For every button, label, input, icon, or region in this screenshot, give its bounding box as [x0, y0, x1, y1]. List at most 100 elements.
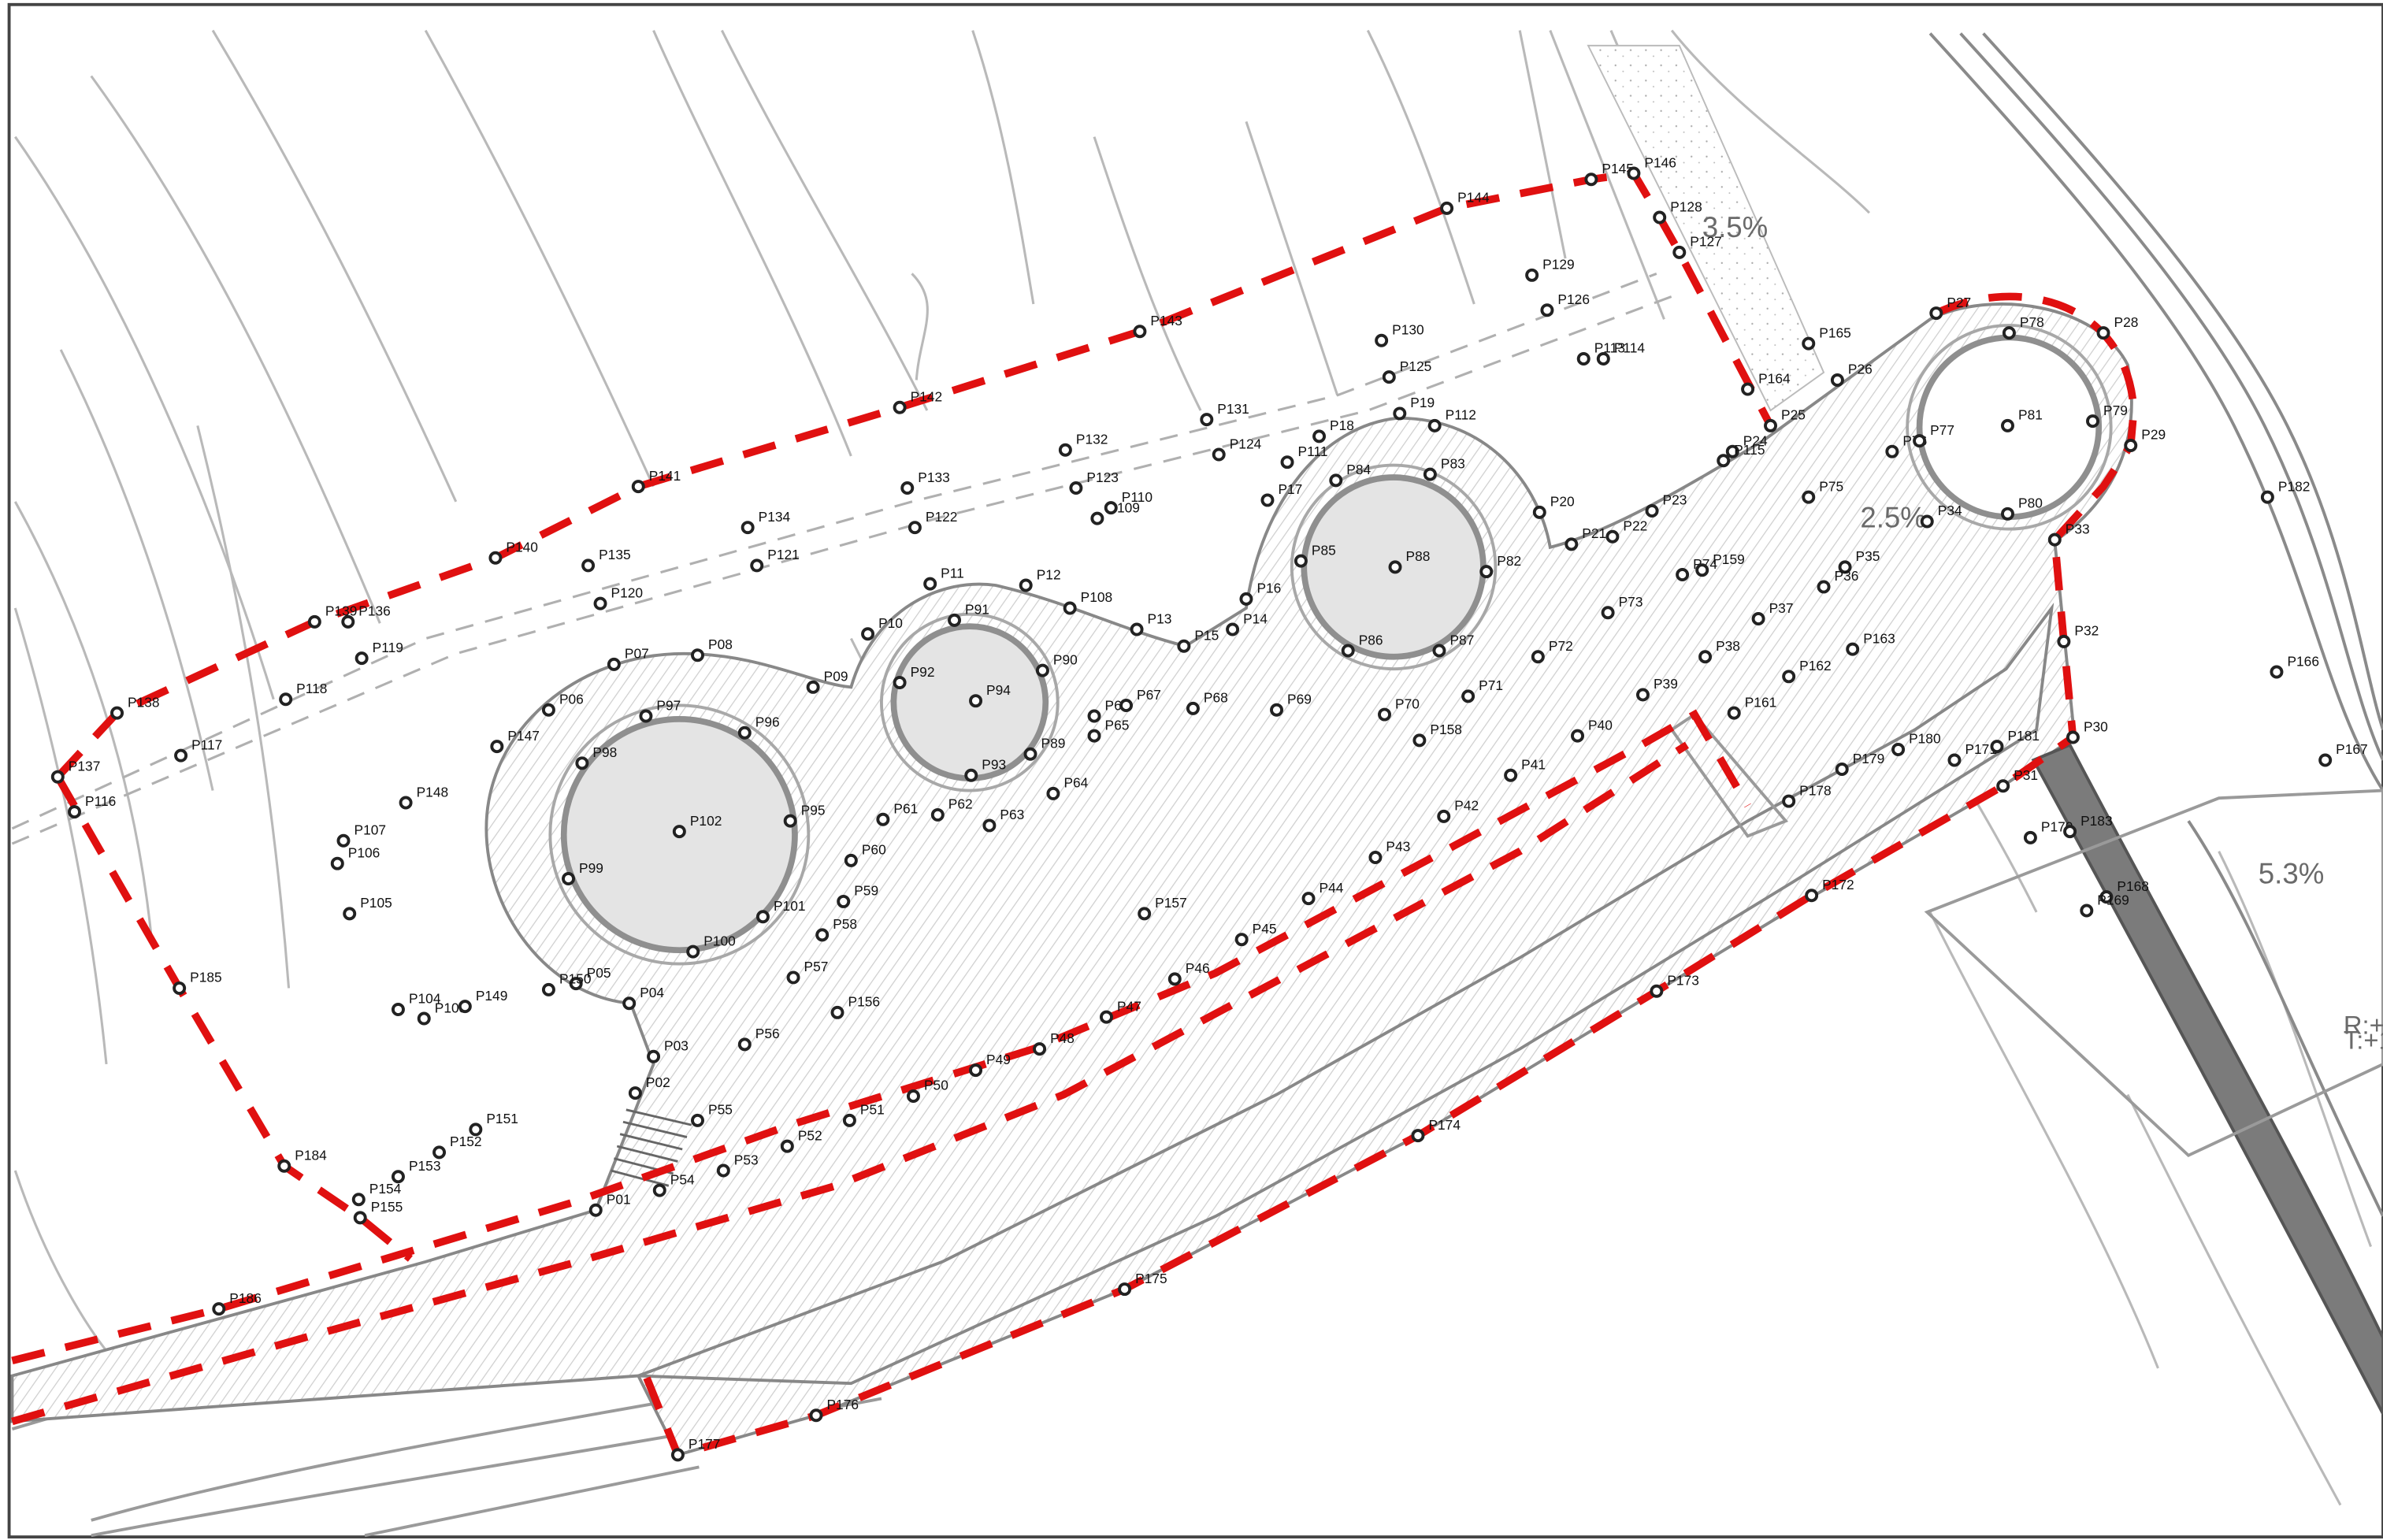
- survey-point-marker: [1099, 1010, 1113, 1024]
- survey-point-label: P144: [1457, 190, 1490, 206]
- survey-point-marker: [1891, 742, 1906, 756]
- survey-point-marker: [2260, 490, 2274, 504]
- survey-point-marker: [1382, 370, 1396, 384]
- survey-point-marker: [1913, 434, 1927, 448]
- survey-point-marker: [652, 1183, 666, 1197]
- survey-point-marker: [1260, 493, 1275, 507]
- survey-point-label: P154: [369, 1181, 402, 1197]
- survey-point-marker: [639, 709, 653, 723]
- survey-point-marker: [2080, 904, 2094, 918]
- survey-point-label: P29: [2141, 427, 2166, 443]
- survey-point-label: P45: [1253, 921, 1277, 937]
- survey-point-label: P24: [1743, 432, 1768, 448]
- survey-point-marker: [341, 614, 355, 629]
- slope-label-parcel: 5.3%: [2259, 857, 2325, 889]
- survey-point-marker: [1540, 303, 1554, 317]
- survey-point-label: P49: [986, 1052, 1011, 1067]
- survey-point-label: P103: [435, 1000, 467, 1015]
- survey-point-label: P177: [689, 1436, 721, 1452]
- survey-point-marker: [686, 944, 700, 959]
- stairs: [611, 1108, 692, 1187]
- survey-point-label: P90: [1053, 651, 1078, 667]
- survey-point-label: P184: [295, 1148, 327, 1163]
- survey-point-marker: [672, 825, 686, 839]
- survey-point-label: P121: [767, 547, 800, 562]
- survey-point-label: P14: [1243, 610, 1268, 626]
- survey-point-marker: [2000, 507, 2014, 521]
- survey-point-marker: [783, 814, 797, 828]
- survey-point-marker: [562, 871, 576, 885]
- survey-point-marker: [1130, 622, 1144, 636]
- survey-point-label: P179: [1853, 751, 1885, 766]
- survey-point-marker: [279, 692, 293, 707]
- survey-point-label: P25: [1781, 407, 1806, 423]
- survey-point-marker: [1423, 467, 1437, 481]
- survey-point-label: P36: [1835, 568, 1859, 584]
- survey-point-label: P122: [926, 509, 958, 525]
- survey-point-label: P157: [1155, 895, 1187, 911]
- survey-point-label: P86: [1359, 632, 1383, 648]
- survey-point-marker: [1378, 707, 1391, 722]
- survey-point-label: P167: [2336, 741, 2368, 757]
- survey-point-label: P148: [417, 784, 449, 800]
- survey-point-marker: [353, 1211, 367, 1225]
- survey-point-marker: [581, 558, 596, 573]
- survey-point-label: P06: [559, 692, 584, 707]
- survey-point-label: P18: [1330, 417, 1354, 433]
- survey-point-label: P22: [1623, 518, 1647, 534]
- survey-point-label: P96: [755, 714, 780, 729]
- survey-point-label: P168: [2117, 878, 2149, 894]
- survey-point-marker: [737, 725, 752, 740]
- survey-point-marker: [110, 706, 124, 720]
- survey-point-label: P54: [670, 1171, 695, 1187]
- survey-point-marker: [1412, 733, 1427, 748]
- survey-point-marker: [842, 1113, 856, 1127]
- survey-point-marker: [1741, 382, 1755, 396]
- survey-point-marker: [2063, 825, 2077, 839]
- survey-point-label: P09: [824, 669, 848, 685]
- survey-point-marker: [1920, 514, 1934, 529]
- survey-point-marker: [354, 651, 369, 666]
- survey-point-label: P20: [1550, 494, 1575, 510]
- survey-point-label: P145: [1602, 161, 1634, 176]
- survey-point-marker: [2047, 533, 2062, 547]
- survey-point-marker: [1033, 1042, 1047, 1056]
- survey-point-marker: [1023, 747, 1037, 761]
- survey-point-marker: [876, 812, 890, 826]
- survey-point-marker: [930, 807, 945, 822]
- survey-point-marker: [1375, 333, 1389, 347]
- survey-point-marker: [1605, 529, 1620, 544]
- survey-point-label: P108: [1081, 589, 1113, 605]
- survey-point-label: P82: [1497, 553, 1521, 569]
- survey-point-marker: [1929, 306, 1943, 321]
- survey-point-marker: [1432, 644, 1446, 658]
- survey-point-label: P120: [611, 584, 644, 600]
- survey-point-marker: [1565, 537, 1579, 551]
- survey-point-label: P106: [348, 844, 380, 860]
- survey-point-marker: [1782, 794, 1796, 808]
- survey-point-label: P73: [1619, 594, 1643, 610]
- survey-point-marker: [490, 740, 504, 754]
- survey-point-marker: [1393, 406, 1407, 421]
- survey-point-label: P19: [1410, 395, 1435, 410]
- survey-point-label: P07: [625, 646, 649, 662]
- survey-point-marker: [50, 770, 65, 784]
- survey-point-label: P12: [1037, 566, 1061, 582]
- survey-point-label: P77: [1930, 422, 1954, 438]
- survey-point-label: P70: [1395, 696, 1420, 711]
- survey-point-marker: [908, 521, 922, 535]
- survey-point-label: P32: [2074, 623, 2099, 639]
- survey-point-label: P174: [1428, 1117, 1461, 1133]
- survey-point-marker: [336, 833, 351, 848]
- survey-point-marker: [1212, 447, 1226, 462]
- survey-point-label: P127: [1690, 234, 1722, 250]
- survey-point-label: P60: [862, 842, 886, 858]
- survey-point-label: P64: [1063, 775, 1088, 791]
- survey-point-label: P136: [358, 603, 391, 619]
- survey-point-label: P65: [1105, 717, 1130, 733]
- slope-label-east: 2.5%: [1860, 502, 1926, 534]
- survey-point-label: P104: [409, 991, 441, 1007]
- survey-point-label: P173: [1667, 973, 1699, 989]
- survey-point-label: P178: [1799, 782, 1832, 798]
- survey-point-marker: [2023, 830, 2037, 844]
